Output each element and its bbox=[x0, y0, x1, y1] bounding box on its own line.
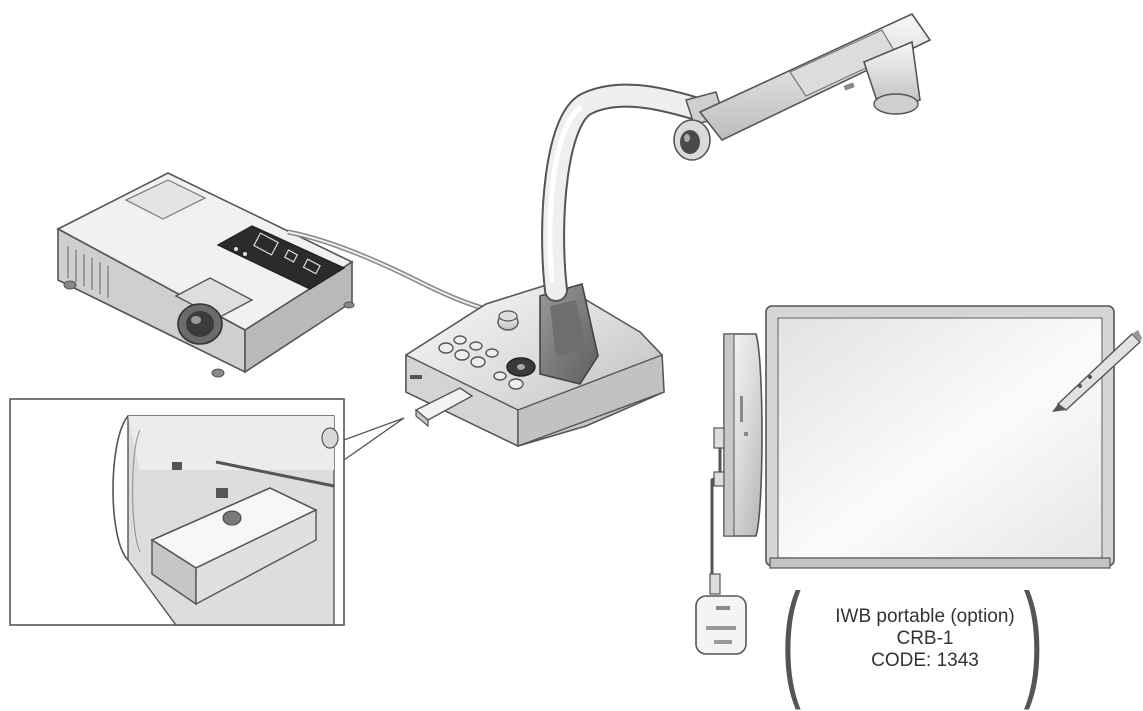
usb-wireless-dongle bbox=[414, 387, 474, 428]
document-camera bbox=[405, 12, 932, 448]
caption-right-paren: ) bbox=[1023, 568, 1043, 711]
caption-line-code: CODE: 1343 bbox=[871, 650, 979, 671]
projector-lens bbox=[177, 303, 223, 345]
projector-control-panel bbox=[216, 225, 346, 290]
iwb-pen bbox=[1052, 330, 1142, 412]
iwb-receiver-unit bbox=[695, 595, 747, 655]
iwb-receiver-bar bbox=[723, 333, 763, 537]
usb-dongle-closeup bbox=[150, 487, 318, 606]
caption-line-product: IWB portable (option) bbox=[835, 606, 1015, 627]
caption-line-model: CRB-1 bbox=[896, 628, 954, 649]
caption-left-paren: ( bbox=[781, 568, 801, 711]
projector-vent bbox=[67, 246, 109, 298]
iwb-caption: IWB portable (option) CRB-1 CODE: 1343 bbox=[790, 606, 1060, 672]
interactive-whiteboard bbox=[765, 305, 1142, 569]
camera-head-lens bbox=[673, 119, 711, 161]
camera-button-panel bbox=[438, 335, 524, 390]
iwb-usb-cable bbox=[709, 427, 725, 595]
camera-dpad bbox=[506, 357, 536, 377]
callout-zoom bbox=[9, 398, 405, 626]
projector: ELMO bbox=[56, 172, 355, 378]
